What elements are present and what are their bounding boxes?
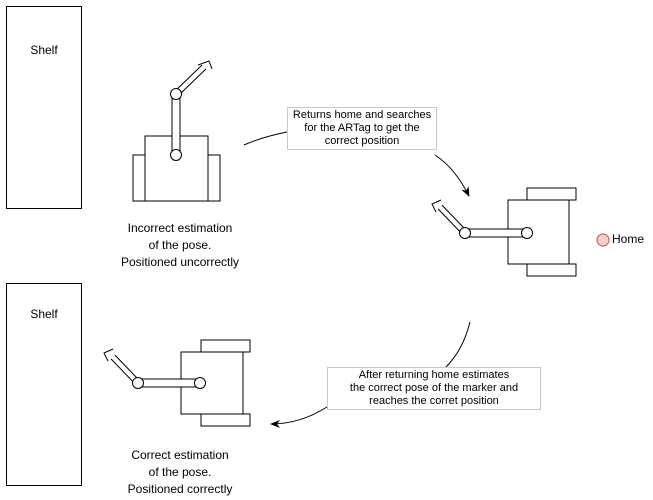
caption-incorrect-line-1: Incorrect estimation — [127, 221, 233, 235]
robot-incorrect — [132, 60, 221, 202]
caption-incorrect-line-3: Positioned uncorrectly — [120, 255, 240, 269]
connector-from-home — [445, 321, 471, 368]
note-return-home: Returns home and searches for the ARTag … — [287, 107, 437, 150]
caption-correct-line-3: Positioned correctly — [127, 482, 233, 496]
note-after-line-3: reaches the corret position — [369, 395, 499, 407]
home-label: Home — [612, 232, 645, 246]
arrow-to-home — [434, 154, 470, 197]
robot-correct — [103, 339, 251, 427]
caption-correct-line-1: Correct estimation — [131, 448, 229, 462]
shelf-top-label: Shelf — [30, 43, 58, 57]
arrow-to-correct — [270, 406, 328, 428]
note-after-line-1: After returning home estimates — [358, 369, 510, 381]
caption-correct-line-2: of the pose. — [148, 465, 212, 479]
home-marker — [596, 233, 610, 247]
caption-correct: Correct estimation of the pose. Position… — [100, 447, 260, 498]
note-return-line-1: Returns home and searches — [292, 109, 432, 121]
shelf-bottom-label: Shelf — [30, 307, 58, 321]
shelf-bottom — [6, 283, 82, 486]
note-return-line-3: correct position — [324, 135, 400, 147]
connector-to-home-a — [243, 131, 288, 146]
note-after-line-2: the correct pose of the marker and — [349, 382, 519, 394]
robot-home — [431, 187, 577, 277]
note-return-line-2: for the ARTag to get the — [304, 122, 420, 134]
caption-incorrect: Incorrect estimation of the pose. Positi… — [100, 220, 260, 271]
shelf-top — [6, 6, 82, 209]
note-after-return: After returning home estimates the corre… — [327, 367, 541, 410]
caption-incorrect-line-2: of the pose. — [148, 238, 212, 252]
